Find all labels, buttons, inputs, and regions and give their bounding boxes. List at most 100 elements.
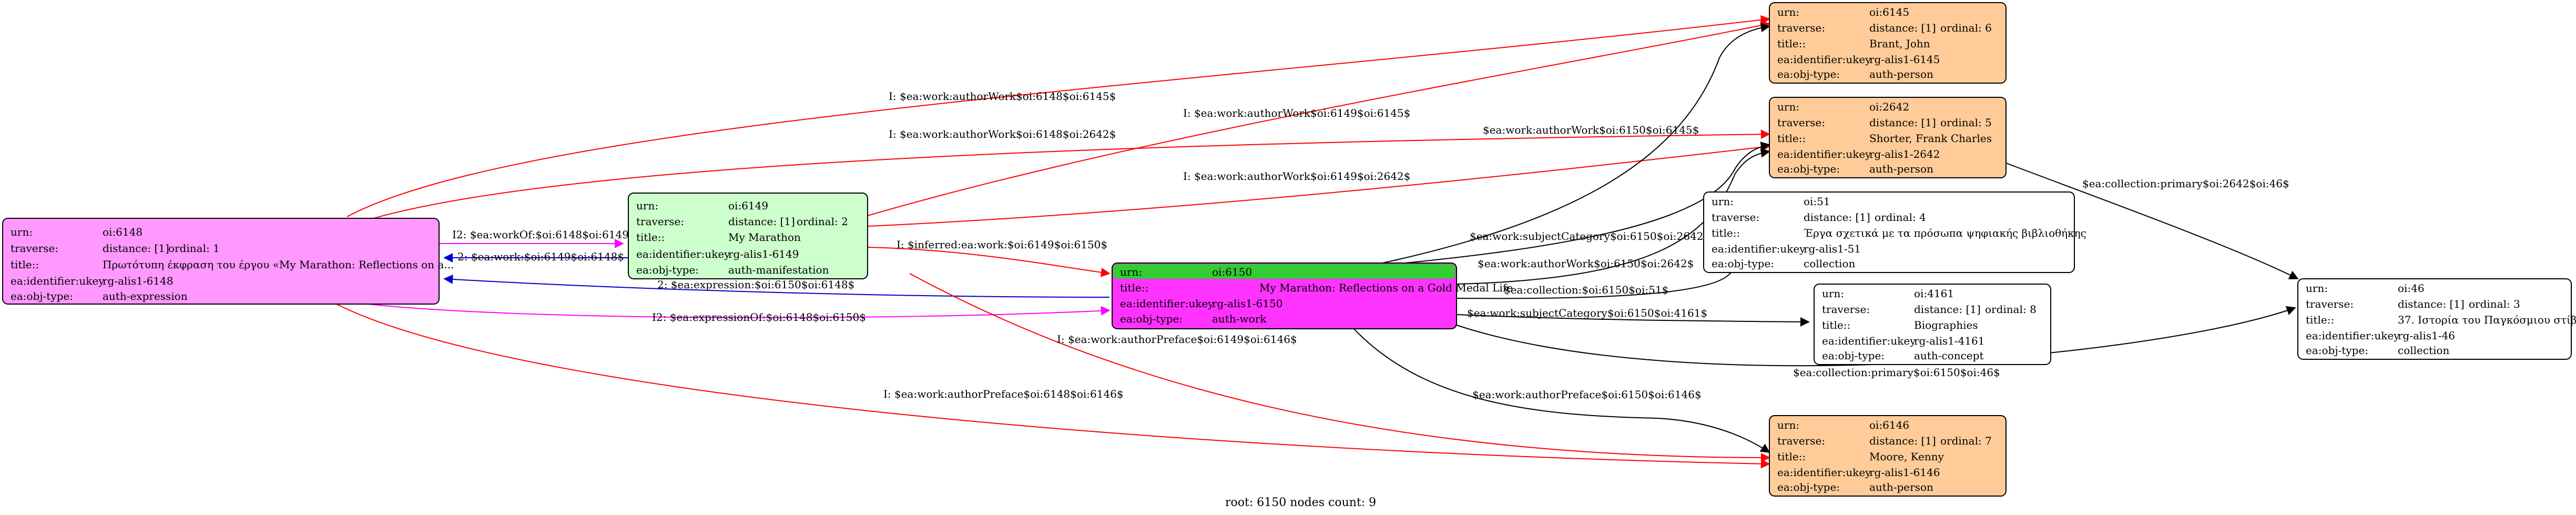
node-traverse-distance: distance: [1] [728,215,795,228]
node-51[interactable]: urn: oi:51 traverse: distance: [1] ordin… [1703,191,2086,273]
node-6148[interactable]: urn: oi:6148 traverse: distance: [1] ord… [2,218,454,305]
edge-label: I: $inferred:ea:work:$oi:6149$oi:6150$ [897,238,1107,251]
edge-label: I: $ea:work:authorWork$oi:6148$oi:2642$ [889,128,1116,140]
field-label-urn: urn: [1822,287,1844,300]
node-ukey: rg-alis1-6145 [1869,53,1940,66]
edge-label: I: $ea:work:authorWork$oi:6148$oi:6145$ [889,90,1116,103]
edge-label: I2: $ea:expressionOf:$oi:6148$oi:6150$ [652,311,866,324]
node-traverse-ordinal: ordinal: 1 [168,242,220,255]
edge-label: $ea:work:authorWork$oi:6150$oi:6145$ [1483,124,1699,136]
field-label-objtype: ea:obj-type: [1120,312,1183,325]
edge-label: $ea:collection:$oi:6150$oi:51$ [1504,284,1668,296]
field-label-traverse: traverse: [1777,435,1825,447]
edge-label: I: $ea:work:authorPreface$oi:6148$oi:614… [883,388,1124,400]
node-4161[interactable]: urn: oi:4161 traverse: distance: [1] ord… [1814,284,2051,365]
node-urn: oi:6150 [1212,266,1252,278]
node-ukey: rg-alis1-2642 [1869,148,1940,160]
field-label-ukey: ea:identifier:ukey [1822,335,1916,347]
field-label-title: title:: [2306,314,2334,326]
node-traverse-distance: distance: [1] [1869,435,1936,447]
field-label-urn: urn: [1712,195,1734,208]
node-ukey: rg-alis1-46 [2398,329,2455,342]
edge-authorpreface-6149-6146 [909,273,1770,462]
node-title: Πρωτότυπη έκφραση του έργου «My Marathon… [103,258,454,271]
node-6146[interactable]: urn: oi:6146 traverse: distance: [1] ord… [1769,415,2007,497]
node-objtype: auth-person [1869,481,1933,493]
node-title: 37. Ιστορία του Παγκόσμιου στίβου [2398,314,2576,326]
node-ukey: rg-alis1-51 [1804,243,1861,255]
edge-subjectcategory-6150-2642 [1377,142,1770,266]
field-label-objtype: ea:obj-type: [2306,344,2368,357]
node-urn: oi:46 [2398,282,2425,295]
field-label-traverse: traverse: [2306,298,2354,310]
field-label-objtype: ea:obj-type: [11,290,73,302]
field-label-ukey: ea:identifier:ukey [1777,53,1871,66]
field-label-traverse: traverse: [1777,22,1825,34]
edge-label: I: $ea:work:authorWork$oi:6149$oi:6145$ [1183,107,1410,119]
node-objtype: auth-person [1869,163,1933,175]
edge-label: 2: $ea:work:$oi:6149$oi:6148$ [457,250,624,263]
node-46[interactable]: urn: oi:46 traverse: distance: [1] ordin… [2297,278,2576,360]
node-title: Biographies [1914,319,1978,331]
field-label-objtype: ea:obj-type: [636,264,699,276]
node-objtype: auth-person [1869,68,1933,80]
field-label-urn: urn: [1777,419,1799,431]
node-6150-root[interactable]: urn: oi:6150 title:: My Marathon: Reflec… [1112,262,1513,329]
node-2642[interactable]: urn: oi:2642 traverse: distance: [1] ord… [1769,97,2007,178]
edge-label: $ea:work:subjectCategory$oi:6150$oi:4161… [1467,307,1707,319]
node-title: Moore, Kenny [1869,450,1944,463]
graph-caption: root: 6150 nodes count: 9 [1225,496,1376,509]
node-objtype: collection [2398,344,2450,357]
node-ukey: rg-alis1-6149 [728,248,799,260]
field-label-title: title:: [1777,132,1806,145]
field-label-ukey: ea:identifier:ukey [2306,329,2400,342]
node-ukey: rg-alis1-6148 [103,275,173,287]
node-traverse-distance: distance: [1] [1804,211,1870,224]
field-label-ukey: ea:identifier:ukey [1777,148,1871,160]
field-label-objtype: ea:obj-type: [1777,481,1840,493]
node-6149[interactable]: urn: oi:6149 traverse: distance: [1] ord… [628,193,868,279]
edge-label: $ea:work:authorPreface$oi:6150$oi:6146$ [1472,388,1702,401]
field-label-ukey: ea:identifier:ukey [636,248,730,260]
node-urn: oi:6148 [103,226,142,238]
field-label-ukey: ea:identifier:ukey [11,275,105,287]
field-label-objtype: ea:obj-type: [1777,68,1840,80]
node-traverse-distance: distance: [1] [103,242,169,255]
node-traverse-distance: distance: [1] [1869,22,1936,34]
edge-expression-6150-6148 [443,274,1110,298]
field-label-urn: urn: [1120,266,1142,278]
node-traverse-ordinal: ordinal: 5 [1940,116,1992,129]
node-traverse-ordinal: ordinal: 2 [797,215,848,228]
node-title: My Marathon: Reflections on a Gold Medal… [1259,281,1513,294]
node-urn: oi:2642 [1869,100,1909,113]
node-6145[interactable]: urn: oi:6145 traverse: distance: [1] ord… [1769,2,2007,84]
edge-label: $ea:work:subjectCategory$oi:6150$oi:2642… [1470,230,1710,243]
field-label-traverse: traverse: [1822,303,1870,316]
field-label-title: title:: [1777,37,1806,50]
edge-subjectcategory-6150-4161 [1456,314,1810,327]
edge-authorpreface-6150-6146 [1351,326,1770,453]
edge-labels: I: $ea:work:authorWork$oi:6148$oi:6145$ … [452,90,2289,401]
node-title: Έργα σχετικά με τα πρόσωπα ψηφιακής βιβλ… [1804,227,2086,239]
node-title: Brant, John [1869,37,1930,50]
field-label-ukey: ea:identifier:ukey [1120,297,1214,310]
field-label-title: title:: [1822,319,1850,331]
edge-authorwork-6148-6145 [347,15,1770,217]
root-header-band [1113,264,1455,279]
field-label-objtype: ea:obj-type: [1777,163,1840,175]
node-traverse-ordinal: ordinal: 7 [1940,435,1992,447]
node-urn: oi:6145 [1869,6,1909,18]
edge-label: $ea:collection:primary$oi:6150$oi:46$ [1793,366,2000,379]
node-urn: oi:4161 [1914,287,1954,300]
edge-label: 2: $ea:expression:$oi:6150$oi:6148$ [657,278,854,291]
field-label-urn: urn: [11,226,33,238]
edge-label: I2: $ea:workOf:$oi:6148$oi:6149$ [452,228,636,241]
node-title: Shorter, Frank Charles [1869,132,1992,145]
field-label-objtype: ea:obj-type: [1822,349,1885,362]
node-traverse-distance: distance: [1] [2398,298,2465,310]
edges [336,15,2299,469]
edge-collectionprimary-2642-46 [2005,163,2299,279]
edge-inferred-6149-6150 [867,247,1111,277]
field-label-urn: urn: [636,199,658,212]
